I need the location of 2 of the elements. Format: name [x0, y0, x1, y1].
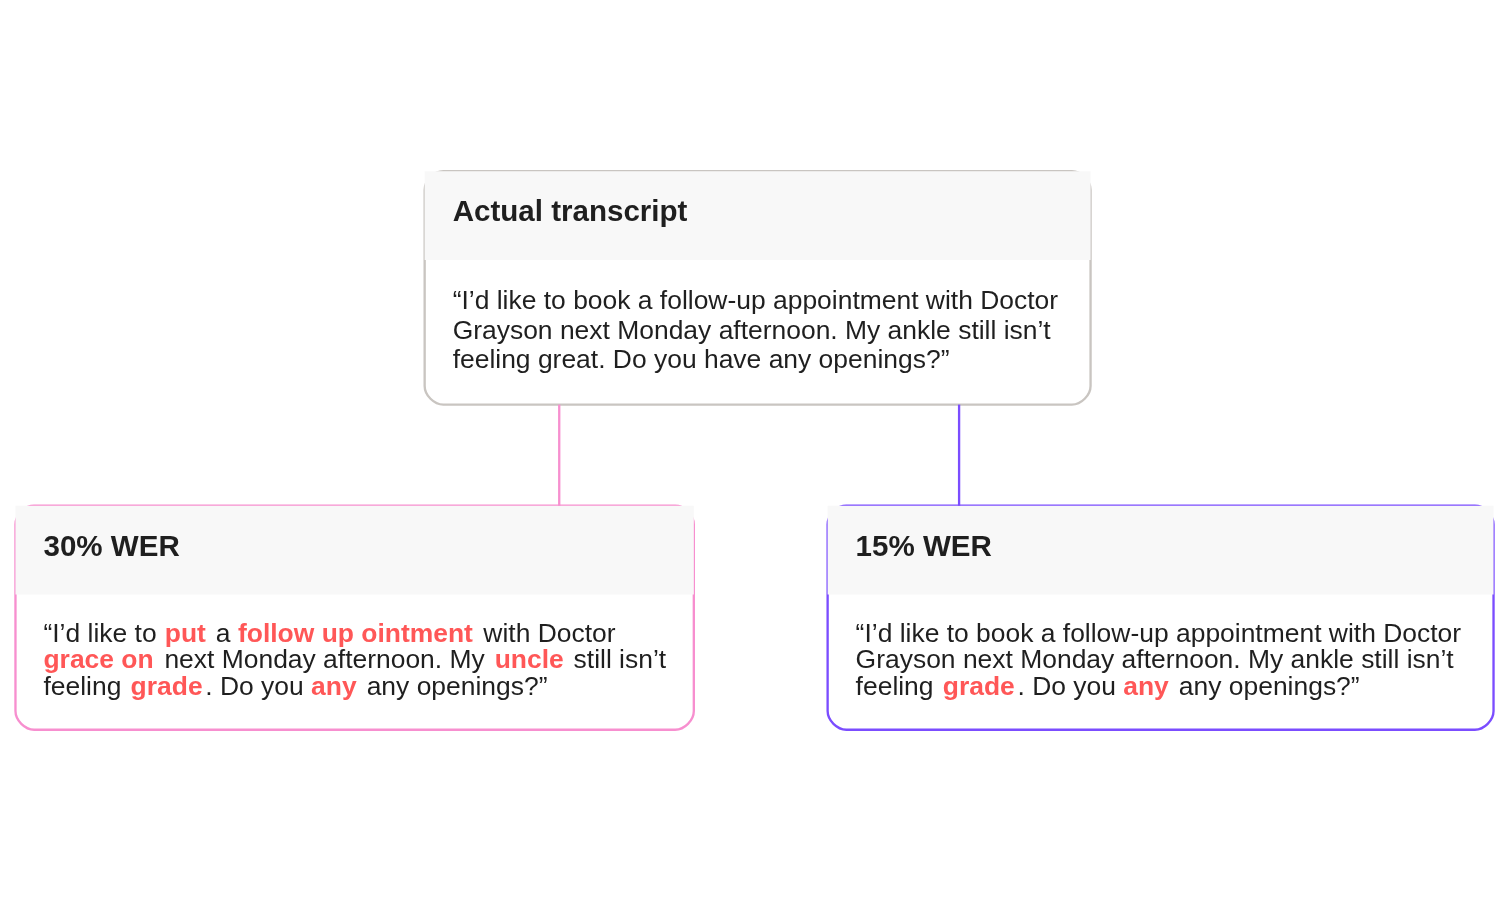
connector [957, 404, 961, 506]
connector [558, 404, 561, 506]
